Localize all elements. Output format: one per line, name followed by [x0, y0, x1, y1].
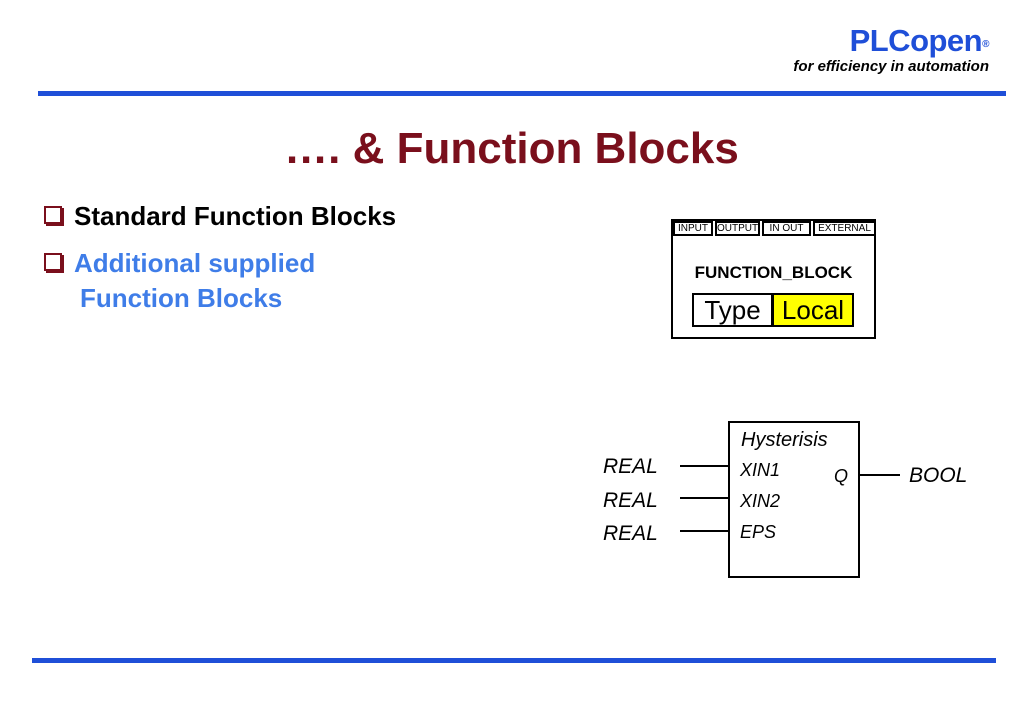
output-type: BOOL [909, 464, 968, 487]
pin-xin2: XIN2 [740, 491, 781, 511]
brand-name: PLCopen® [793, 23, 990, 58]
bullet-additional-function-blocks: Additional supplied [44, 248, 315, 278]
function-block-type-diagram: INPUT OUTPUT IN OUT EXTERNAL FUNCTION_BL… [671, 219, 876, 339]
local-cell: Local [772, 293, 854, 327]
output-wire [860, 474, 900, 476]
top-divider [38, 91, 1006, 96]
brand-name-text: PLCopen [849, 23, 983, 58]
slide-title: …. & Function Blocks [284, 124, 739, 173]
registered-mark: ® [982, 39, 989, 50]
brand-logo: PLCopen® for efficiency in automation [793, 24, 989, 76]
pin-xin1: XIN1 [740, 460, 781, 480]
bottom-divider [32, 658, 996, 663]
tab-in-out: IN OUT [762, 221, 811, 236]
type-cell: Type [692, 293, 773, 327]
hysterisis-block-name: Hysterisis [741, 429, 828, 451]
bullet-text-line2: Function Blocks [80, 283, 283, 313]
input-type-1: REAL [603, 455, 658, 478]
bullet-standard-function-blocks: Standard Function Blocks [44, 201, 396, 231]
bullet-text-line1: Additional supplied [74, 248, 316, 278]
checkbox-bullet-icon [44, 206, 62, 225]
hysterisis-block [728, 421, 860, 578]
input-wire-2 [680, 497, 728, 499]
checkbox-bullet-icon [44, 253, 62, 272]
tab-input: INPUT [673, 221, 713, 236]
input-type-3: REAL [603, 522, 658, 545]
input-wire-3 [680, 530, 728, 532]
tab-external: EXTERNAL [813, 221, 876, 236]
tab-output: OUTPUT [715, 221, 760, 236]
pin-eps: EPS [740, 522, 777, 542]
input-type-2: REAL [603, 489, 658, 512]
function-block-label: FUNCTION_BLOCK [694, 263, 853, 282]
brand-tagline: for efficiency in automation [793, 58, 989, 75]
input-wire-1 [680, 465, 728, 467]
pin-q: Q [834, 466, 849, 486]
bullet-text: Standard Function Blocks [74, 201, 397, 231]
